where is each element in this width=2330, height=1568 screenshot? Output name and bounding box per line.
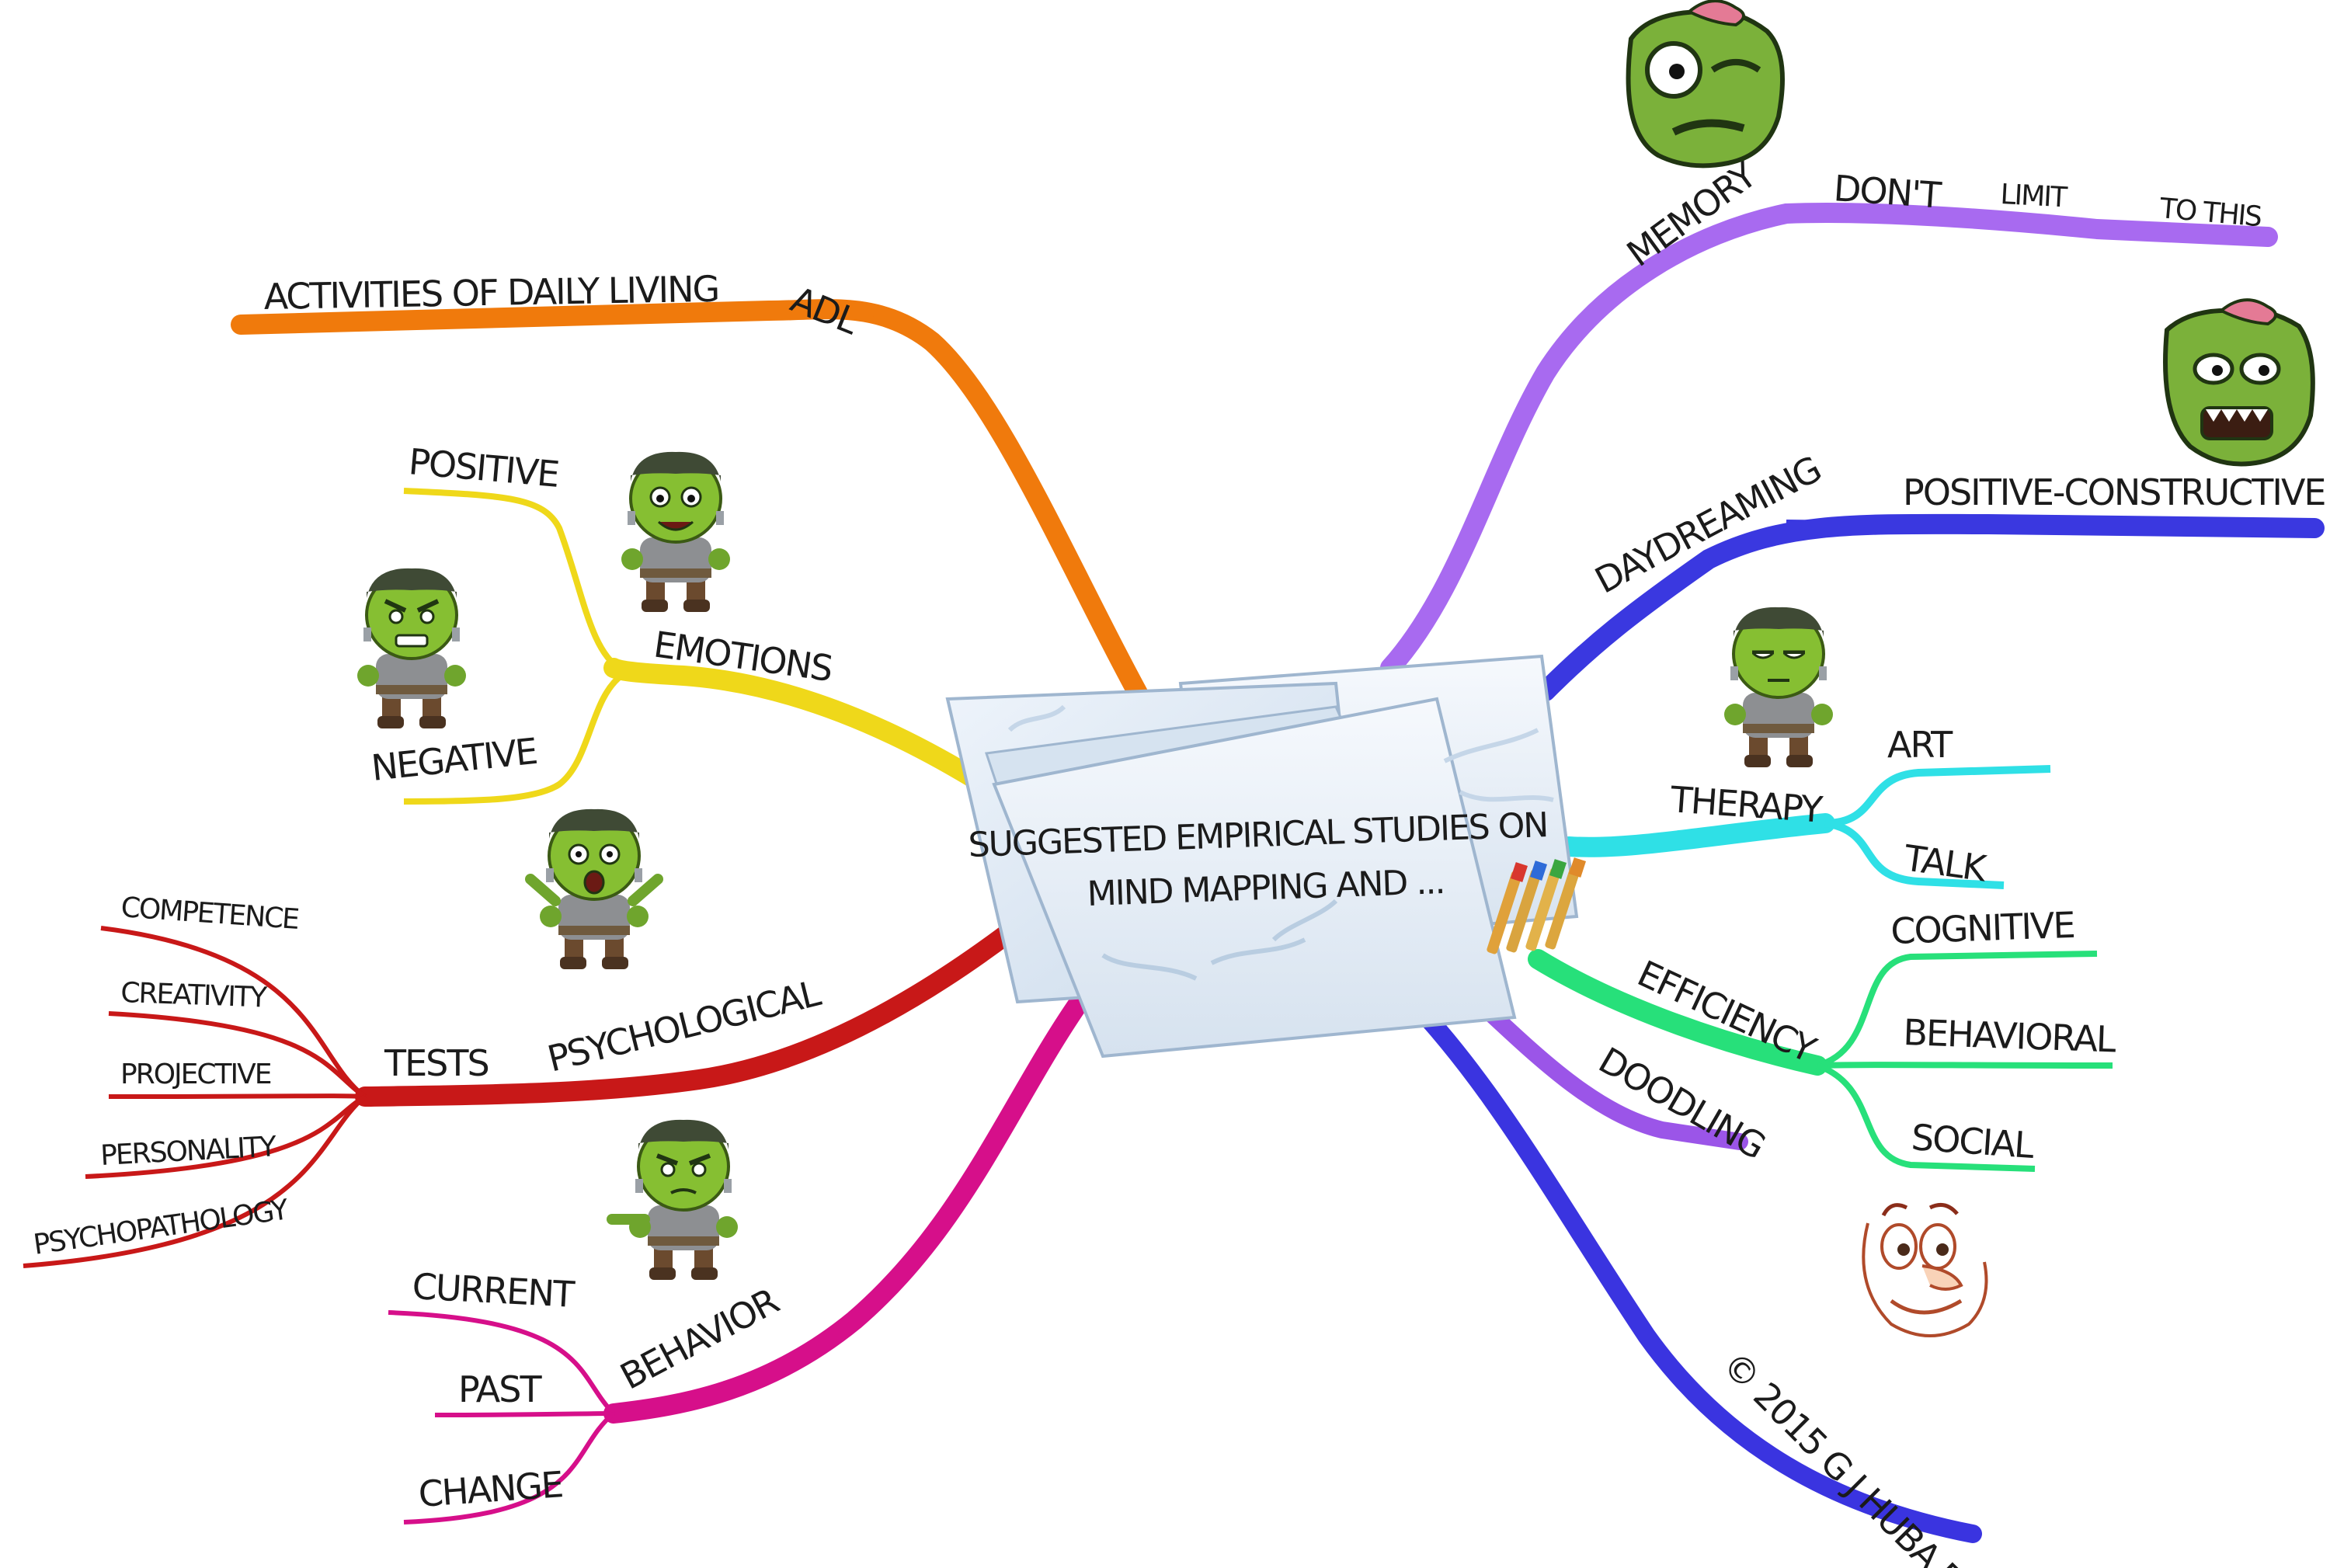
label-competence: COMPETENCE [120,892,299,936]
cartoon-face-icon [1862,1202,1988,1337]
branch-therapy [1559,765,2051,889]
label-dont: DON'T [1832,167,1943,217]
paper-sheets-icon [945,654,1579,1059]
label-positive-constructive: POSITIVE-CONSTRUCTIVE [1903,471,2325,513]
branch-adl [231,299,1160,725]
label-therapy: THERAPY [1668,778,1824,831]
zombie-head-smiling-icon [2163,298,2315,467]
label-art: ART [1887,724,1953,766]
branch-psychological [23,922,1020,1268]
label-emotions-negative: NEGATIVE [370,730,539,789]
label-past: PAST [458,1368,542,1410]
label-behavioral: BEHAVIORAL [1903,1011,2117,1061]
label-adl: ADL [785,278,865,342]
label-change: CHANGE [417,1463,564,1515]
markers-icon [1487,857,1587,954]
branch-copyright [1389,977,1982,1543]
frankenstein-bored-icon [1723,605,1834,769]
label-current: CURRENT [411,1265,576,1316]
label-adl-sub: ACTIVITIES OF DAILY LIVING [263,268,718,318]
label-doodling: DOODLING [1592,1039,1772,1167]
frankenstein-angry-icon [356,566,468,730]
label-limit: LIMIT [2000,179,2069,214]
zombie-head-icon [1626,0,1785,169]
branch-behavior [388,992,1090,1525]
label-psychopathology: PSYCHOPATHOLOGY [32,1194,291,1261]
label-projective: PROJECTIVE [120,1059,271,1090]
branch-daydreaming [1535,513,2325,701]
label-cognitive: COGNITIVE [1890,904,2074,952]
frankenstein-happy-icon [620,450,732,614]
label-personality: PERSONALITY [99,1131,278,1172]
frankenstein-scared-icon [525,807,663,971]
label-emotions-positive: POSITIVE [407,440,560,495]
label-social: SOCIAL [1910,1116,2036,1166]
branch-emotions [403,488,981,805]
frankenstein-pointing-icon [607,1118,739,1281]
branch-efficiency [1528,949,2113,1172]
label-creativity: CREATIVITY [120,977,269,1014]
label-tests: TESTS [384,1042,489,1084]
branch-memory [1380,203,2278,678]
